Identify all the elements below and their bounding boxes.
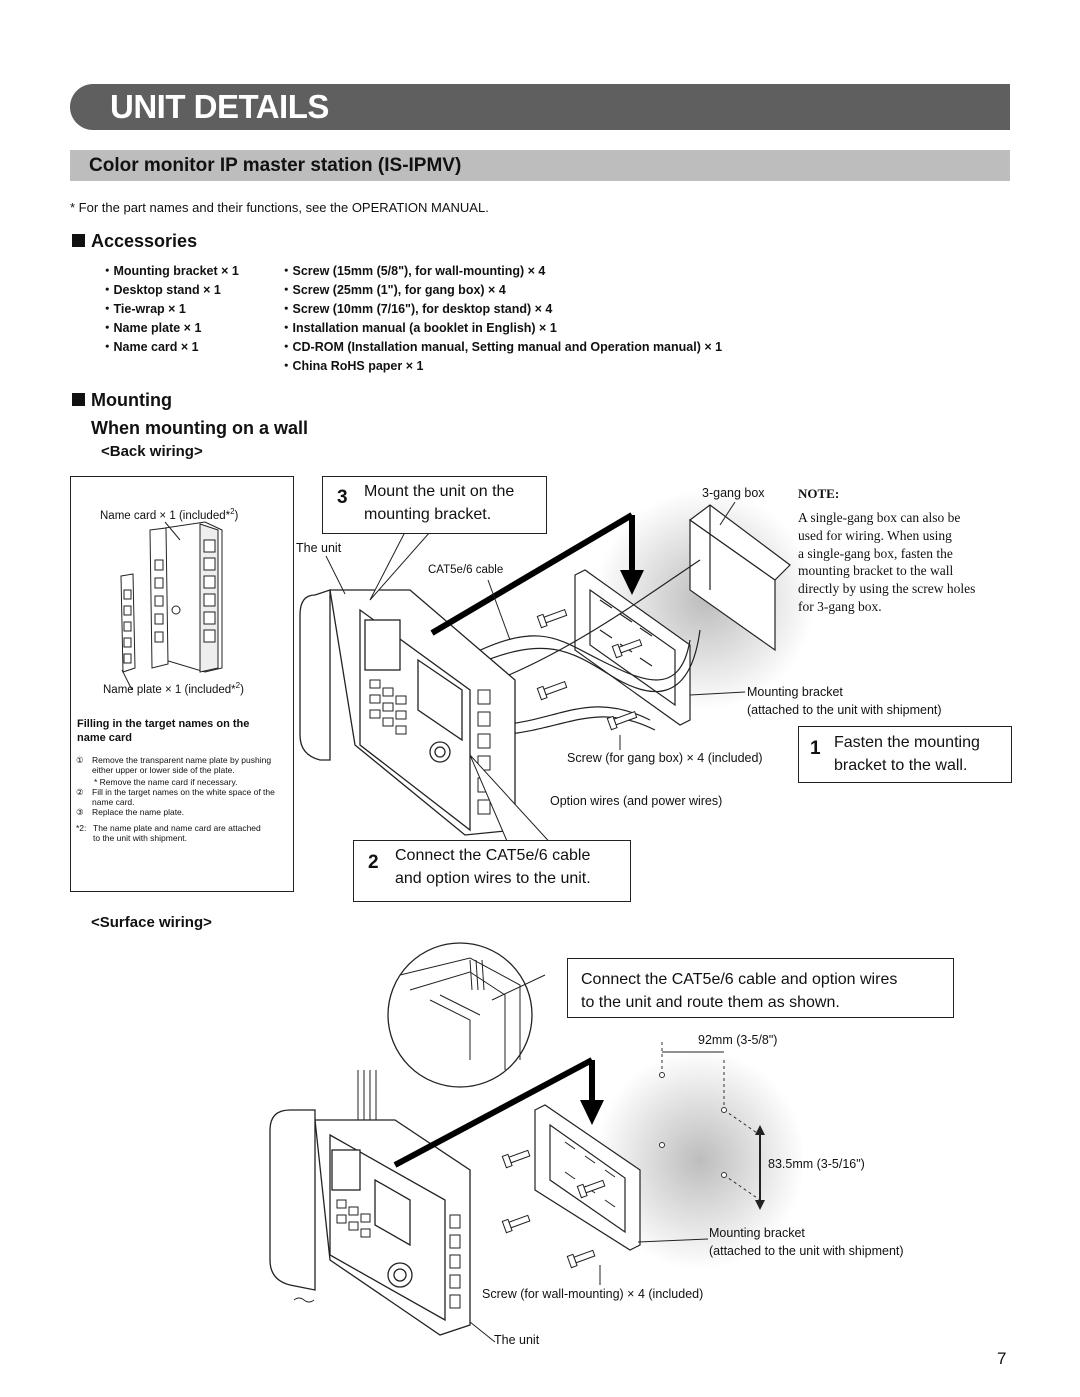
screw-wall-label: Screw (for wall-mounting) × 4 (included): [482, 1287, 704, 1301]
screw-gang-label: Screw (for gang box) × 4 (included): [567, 751, 763, 765]
page-title: UNIT DETAILS: [110, 88, 329, 125]
step1-number: 1: [810, 738, 821, 759]
list-item: ・Tie-wrap × 1: [101, 302, 186, 316]
surface-the-unit-label: The unit: [494, 1333, 540, 1347]
note-title: NOTE:: [798, 486, 840, 501]
list-item: ・Name card × 1: [101, 340, 199, 354]
cable-label: CAT5e/6 cable: [428, 564, 504, 576]
list-item: ・Installation manual (a booklet in Engli…: [280, 321, 557, 335]
list-item: ・Screw (25mm (1"), for gang box) × 4: [280, 283, 506, 297]
subsection-bar: [70, 150, 1010, 181]
list-item: ・Mounting bracket × 1: [101, 264, 239, 278]
accessories-heading: Accessories: [72, 231, 197, 252]
dimension-height-label: 83.5mm (3-5/16"): [768, 1157, 865, 1171]
page-number: 7: [997, 1349, 1007, 1368]
list-item: ・Screw (15mm (5/8"), for wall-mounting) …: [280, 264, 546, 278]
step3-callout: [322, 476, 547, 534]
name-card-label: Name card × 1 (included*2): [100, 507, 239, 522]
list-item: ・Name plate × 1: [101, 321, 202, 335]
step1-callout: [798, 726, 1012, 783]
square-bullet-icon: [72, 393, 85, 406]
surface-attached-label: (attached to the unit with shipment): [709, 1244, 904, 1258]
list-item: ・China RoHS paper × 1: [280, 359, 424, 373]
list-item: ・Screw (10mm (7/16"), for desktop stand)…: [280, 302, 553, 316]
step2-number: 2: [368, 852, 379, 873]
accessories-list-left: ・Mounting bracket × 1 ・Desktop stand × 1…: [101, 262, 239, 357]
list-item: ・Desktop stand × 1: [101, 283, 221, 297]
name-plate-label: Name plate × 1 (included*2): [103, 681, 244, 696]
the-unit-label: The unit: [296, 541, 342, 555]
wall-mounting-heading: When mounting on a wall: [91, 418, 308, 438]
surface-callout: [567, 958, 954, 1018]
subsection-title: Color monitor IP master station (IS-IPMV…: [89, 155, 462, 176]
accessories-list-right: ・Screw (15mm (5/8"), for wall-mounting) …: [280, 262, 722, 376]
option-wires-label: Option wires (and power wires): [550, 794, 723, 808]
surface-callout-text: Connect the CAT5e/6 cable and option wir…: [581, 971, 898, 1011]
step2-callout: [353, 840, 631, 902]
mounting-bracket-label: Mounting bracket: [747, 685, 843, 699]
attached-label: (attached to the unit with shipment): [747, 703, 942, 717]
operation-manual-note: * For the part names and their functions…: [70, 200, 489, 215]
surface-mounting-bracket-label: Mounting bracket: [709, 1226, 805, 1240]
step3-number: 3: [337, 487, 348, 508]
gang-box-label: 3-gang box: [702, 486, 765, 500]
dimension-width-label: 92mm (3-5/8"): [698, 1033, 778, 1047]
filling-title: Filling in the target names on the name …: [77, 718, 250, 744]
square-bullet-icon: [72, 234, 85, 247]
mounting-heading: Mounting: [72, 390, 172, 411]
list-item: ・CD-ROM (Installation manual, Setting ma…: [280, 340, 723, 354]
section-banner: [70, 84, 1010, 130]
back-wiring-heading: <Back wiring>: [101, 443, 203, 460]
surface-wiring-heading: <Surface wiring>: [91, 914, 212, 931]
